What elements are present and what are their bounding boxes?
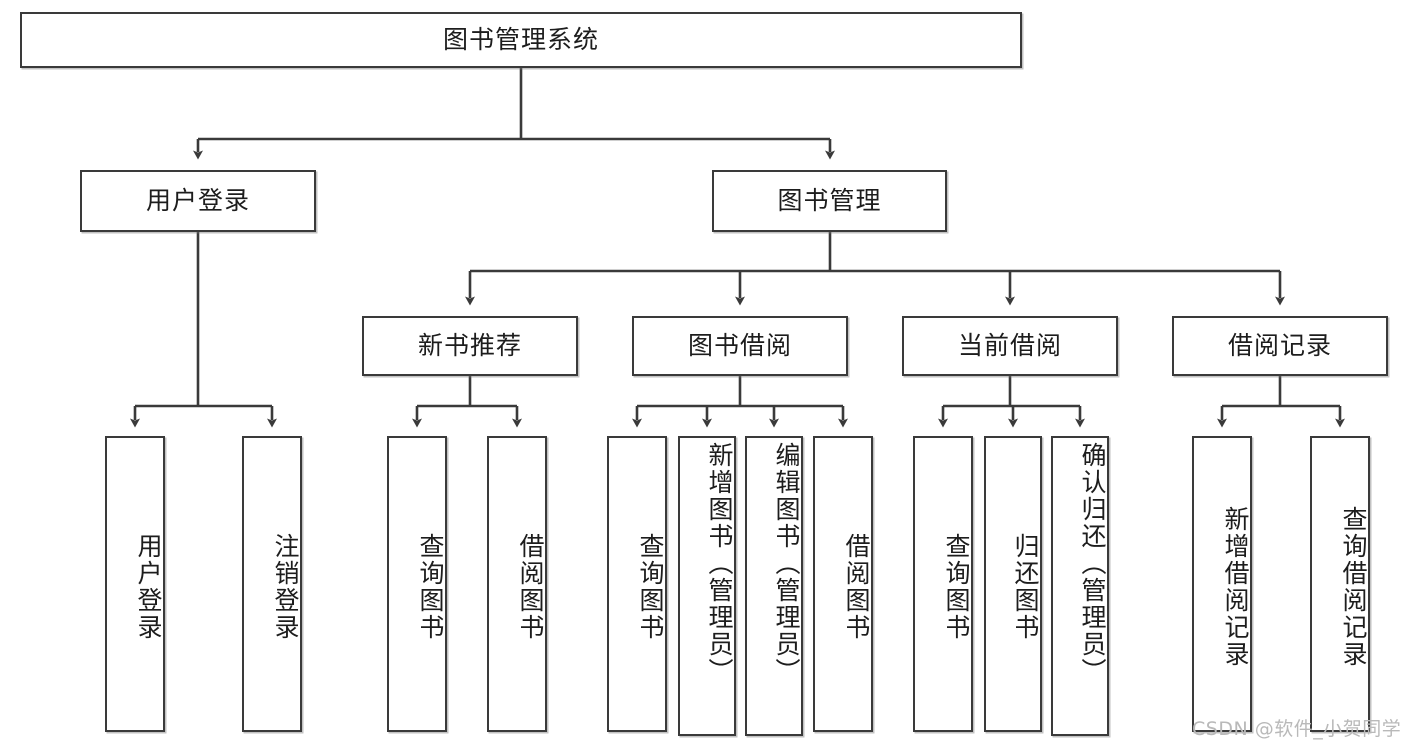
leaf-borrow-book-borrow[interactable]: 借阅图书 [813, 436, 873, 732]
leaf-query-book-recommend[interactable]: 查询图书 [387, 436, 447, 732]
leaf-query-book-borrow[interactable]: 查询图书 [607, 436, 667, 732]
node-new-book-recommend[interactable]: 新书推荐 [362, 316, 578, 376]
leaf-add-borrow-record[interactable]: 新增借阅记录 [1192, 436, 1252, 732]
leaf-logout-login[interactable]: 注销登录 [242, 436, 302, 732]
node-book-manage[interactable]: 图书管理 [712, 170, 947, 232]
node-user-login[interactable]: 用户登录 [80, 170, 316, 232]
node-current-borrow[interactable]: 当前借阅 [902, 316, 1118, 376]
leaf-user-login[interactable]: 用户登录 [105, 436, 165, 732]
leaf-add-book-admin[interactable]: 新增图书（管理员） [678, 436, 736, 736]
csdn-watermark: CSDN @软件_小贺同学 [1192, 718, 1402, 740]
leaf-confirm-return-admin[interactable]: 确认归还（管理员） [1051, 436, 1109, 736]
node-borrow-record[interactable]: 借阅记录 [1172, 316, 1388, 376]
leaf-query-book-current[interactable]: 查询图书 [913, 436, 973, 732]
leaf-query-borrow-record[interactable]: 查询借阅记录 [1310, 436, 1370, 732]
leaf-borrow-book-recommend[interactable]: 借阅图书 [487, 436, 547, 732]
node-book-borrow[interactable]: 图书借阅 [632, 316, 848, 376]
leaf-edit-book-admin[interactable]: 编辑图书（管理员） [745, 436, 803, 736]
leaf-return-book[interactable]: 归还图书 [984, 436, 1042, 732]
node-root-system[interactable]: 图书管理系统 [20, 12, 1022, 68]
